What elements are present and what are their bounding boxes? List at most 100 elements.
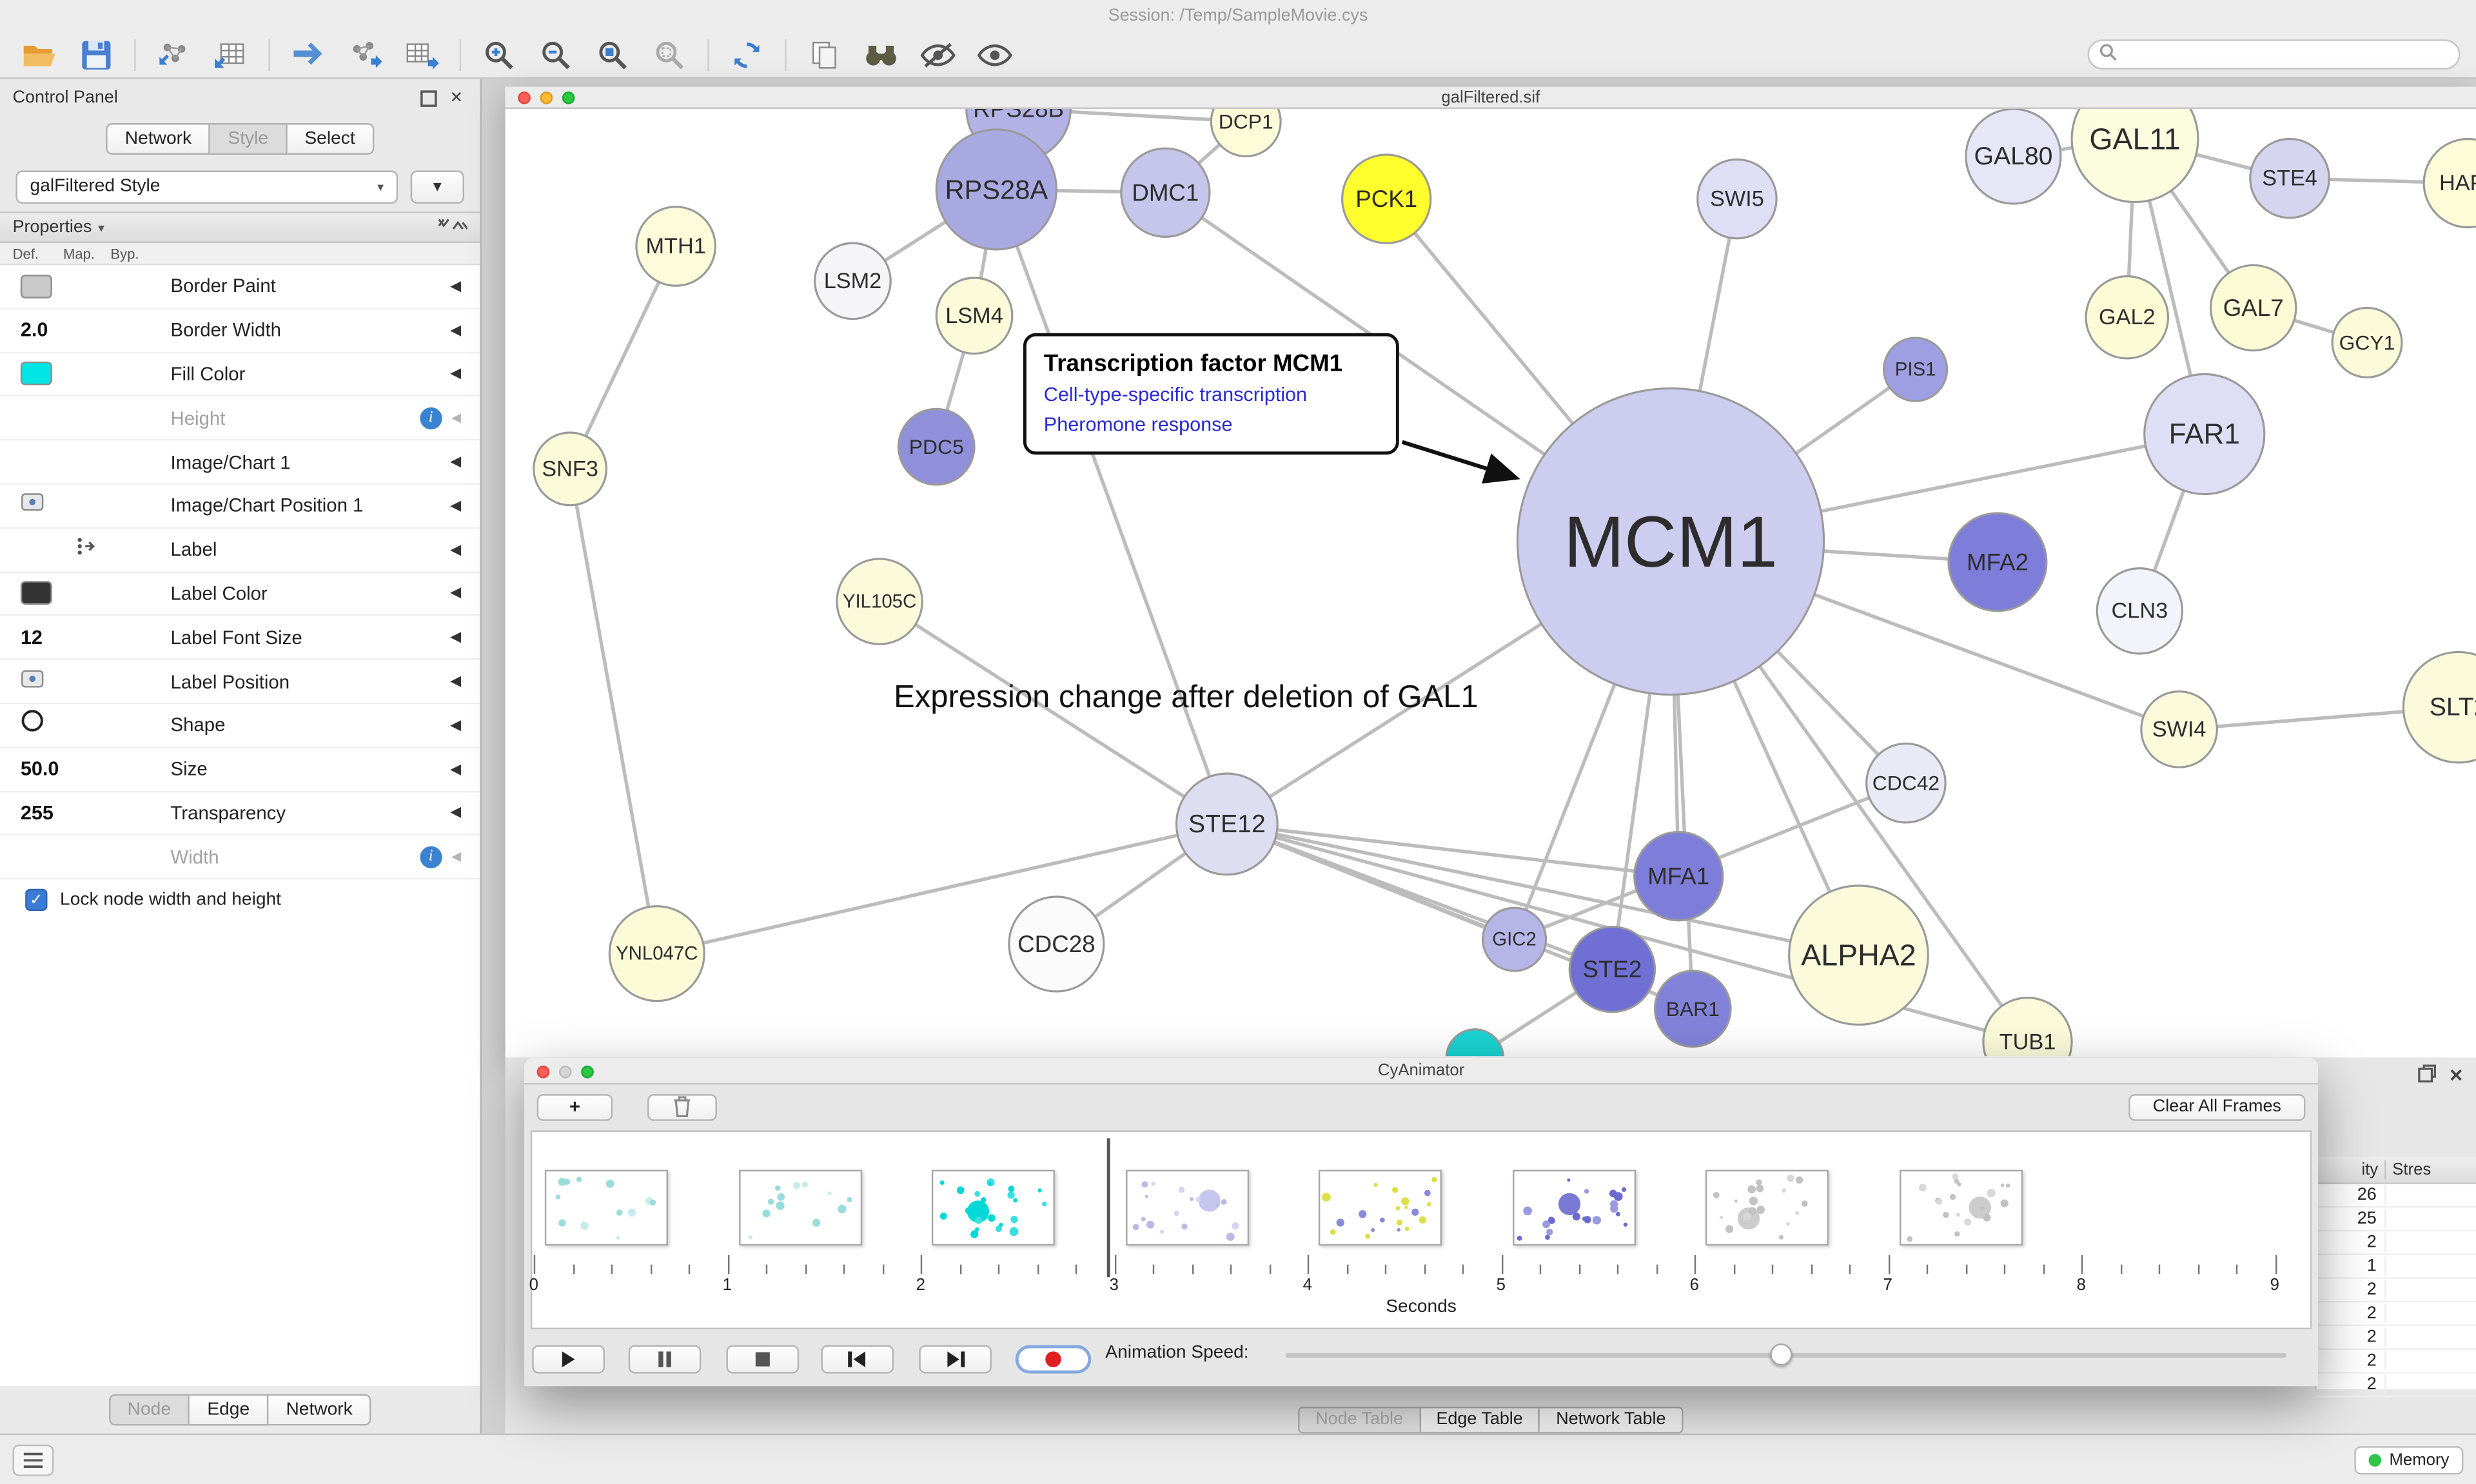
frame-thumbnail-7[interactable]: [1898, 1169, 2022, 1246]
playhead[interactable]: [1106, 1138, 1110, 1278]
network-edge[interactable]: [994, 188, 1229, 825]
color-swatch[interactable]: [20, 581, 52, 606]
network-node-pis1[interactable]: PIS1: [1883, 337, 1949, 402]
network-node-mfa2[interactable]: MFA2: [1947, 512, 2048, 612]
cyanimator-titlebar[interactable]: CyAnimator: [524, 1057, 2319, 1085]
property-row-shape[interactable]: Shape◀: [0, 704, 480, 748]
hide-selected-icon[interactable]: [914, 34, 961, 75]
expand-property-icon[interactable]: ◀: [450, 365, 462, 382]
expand-property-icon[interactable]: ◀: [450, 804, 462, 821]
network-node-gic2[interactable]: GIC2: [1482, 906, 1548, 972]
expand-property-icon[interactable]: ◀: [450, 716, 462, 732]
property-row-image-chart-1[interactable]: Image/Chart 1◀: [0, 440, 480, 485]
network-node-swi5[interactable]: SWI5: [1696, 158, 1778, 240]
expand-property-icon[interactable]: ◀: [451, 411, 462, 425]
network-node-ste4[interactable]: STE4: [2249, 137, 2330, 219]
network-node-ste12[interactable]: STE12: [1175, 772, 1279, 876]
zoom-in-icon[interactable]: [475, 34, 522, 75]
info-icon[interactable]: i: [420, 846, 442, 868]
annotation-link[interactable]: Pheromone response: [1043, 413, 1233, 436]
collapse-all-icon[interactable]: [436, 215, 469, 239]
add-frame-button[interactable]: +: [536, 1093, 613, 1120]
network-edge[interactable]: [568, 468, 659, 954]
export-table-icon[interactable]: [398, 34, 445, 75]
skip-start-button[interactable]: [821, 1345, 894, 1374]
import-table-icon[interactable]: [207, 34, 254, 75]
network-node-swi4[interactable]: SWI4: [2140, 690, 2218, 768]
pause-button[interactable]: [628, 1345, 702, 1374]
slider-thumb[interactable]: [1769, 1343, 1793, 1366]
network-node-tub1[interactable]: TUB1: [1982, 997, 2073, 1057]
import-network-icon[interactable]: [150, 34, 197, 75]
network-edge[interactable]: [1226, 822, 1679, 878]
style-select[interactable]: galFiltered Style ▾: [15, 170, 398, 203]
network-edge[interactable]: [656, 822, 1228, 955]
merge-networks-icon[interactable]: [284, 34, 331, 75]
style-options-button[interactable]: ▼: [410, 170, 465, 203]
skip-end-button[interactable]: [919, 1345, 992, 1374]
network-node-lsm2[interactable]: LSM2: [814, 242, 892, 320]
network-node-mth1[interactable]: MTH1: [635, 206, 716, 287]
close-table-panel-icon[interactable]: ✕: [2448, 1067, 2464, 1086]
minimize-window-icon[interactable]: [540, 92, 553, 104]
frame-thumbnail-4[interactable]: [1318, 1169, 1442, 1246]
network-node-gal80[interactable]: GAL80: [1965, 108, 2062, 205]
column-header-stress[interactable]: Stres: [2392, 1160, 2432, 1180]
network-node-gal7[interactable]: GAL7: [2209, 264, 2297, 352]
tab-network[interactable]: Network: [106, 123, 211, 155]
property-row-label-color[interactable]: Label Color◀: [0, 572, 480, 617]
search-input[interactable]: [2087, 39, 2461, 70]
open-session-icon[interactable]: [15, 34, 63, 75]
network-node-mfa1[interactable]: MFA1: [1633, 831, 1724, 922]
table-row[interactable]: 2: [2316, 1302, 2476, 1327]
expand-property-icon[interactable]: ◀: [450, 497, 462, 513]
zoom-selected-icon[interactable]: [646, 34, 693, 75]
network-node-dmc1[interactable]: DMC1: [1120, 147, 1211, 238]
table-row[interactable]: 2: [2316, 1231, 2476, 1255]
network-node-ynl047c[interactable]: YNL047C: [608, 905, 705, 1002]
properties-header[interactable]: Properties ▾: [0, 211, 480, 244]
property-row-label[interactable]: Label◀: [0, 528, 480, 572]
close-window-icon[interactable]: [536, 1064, 550, 1078]
info-icon[interactable]: i: [420, 407, 442, 429]
tab-style[interactable]: Style: [210, 123, 288, 155]
table-row[interactable]: 2: [2316, 1350, 2476, 1374]
network-node-yil105c[interactable]: YIL105C: [836, 558, 923, 645]
expand-property-icon[interactable]: ◀: [450, 672, 462, 688]
expand-property-icon[interactable]: ◀: [450, 585, 462, 601]
stop-button[interactable]: [726, 1345, 800, 1374]
frame-thumbnail-5[interactable]: [1511, 1169, 1635, 1246]
duplicate-icon[interactable]: [801, 34, 848, 75]
property-row-label-position[interactable]: Label Position◀: [0, 660, 480, 705]
color-swatch[interactable]: [20, 362, 52, 386]
float-table-panel-icon[interactable]: [2417, 1064, 2436, 1088]
close-panel-icon[interactable]: ✕: [449, 89, 464, 107]
color-swatch[interactable]: [20, 274, 52, 298]
panel-list-icon[interactable]: [12, 1443, 54, 1476]
animation-speed-slider[interactable]: [1285, 1342, 2287, 1367]
annotation-box[interactable]: Transcription factor MCM1 Cell-type-spec…: [1023, 333, 1399, 455]
delete-frame-button[interactable]: [647, 1093, 717, 1120]
expand-property-icon[interactable]: ◀: [450, 760, 462, 777]
network-node-gal11[interactable]: GAL11: [2070, 108, 2199, 204]
network-edge[interactable]: [1226, 822, 1859, 957]
property-row-image-chart-position-1[interactable]: Image/Chart Position 1◀: [0, 484, 480, 529]
network-node-snf3[interactable]: SNF3: [533, 431, 608, 507]
table-row[interactable]: 25: [2316, 1207, 2476, 1232]
zoom-window-icon[interactable]: [562, 92, 575, 104]
network-node-dcp1[interactable]: DCP1: [1210, 108, 1282, 158]
memory-button[interactable]: Memory: [2354, 1445, 2464, 1474]
record-button[interactable]: [1015, 1345, 1092, 1374]
frame-thumbnail-2[interactable]: [931, 1169, 1055, 1246]
network-node-hap1[interactable]: HAP1: [2422, 137, 2476, 229]
tab-node[interactable]: Node: [108, 1394, 190, 1426]
table-row[interactable]: 26: [2316, 1184, 2476, 1208]
expand-property-icon[interactable]: ◀: [450, 541, 462, 557]
network-node-pdc5[interactable]: PDC5: [897, 407, 976, 486]
